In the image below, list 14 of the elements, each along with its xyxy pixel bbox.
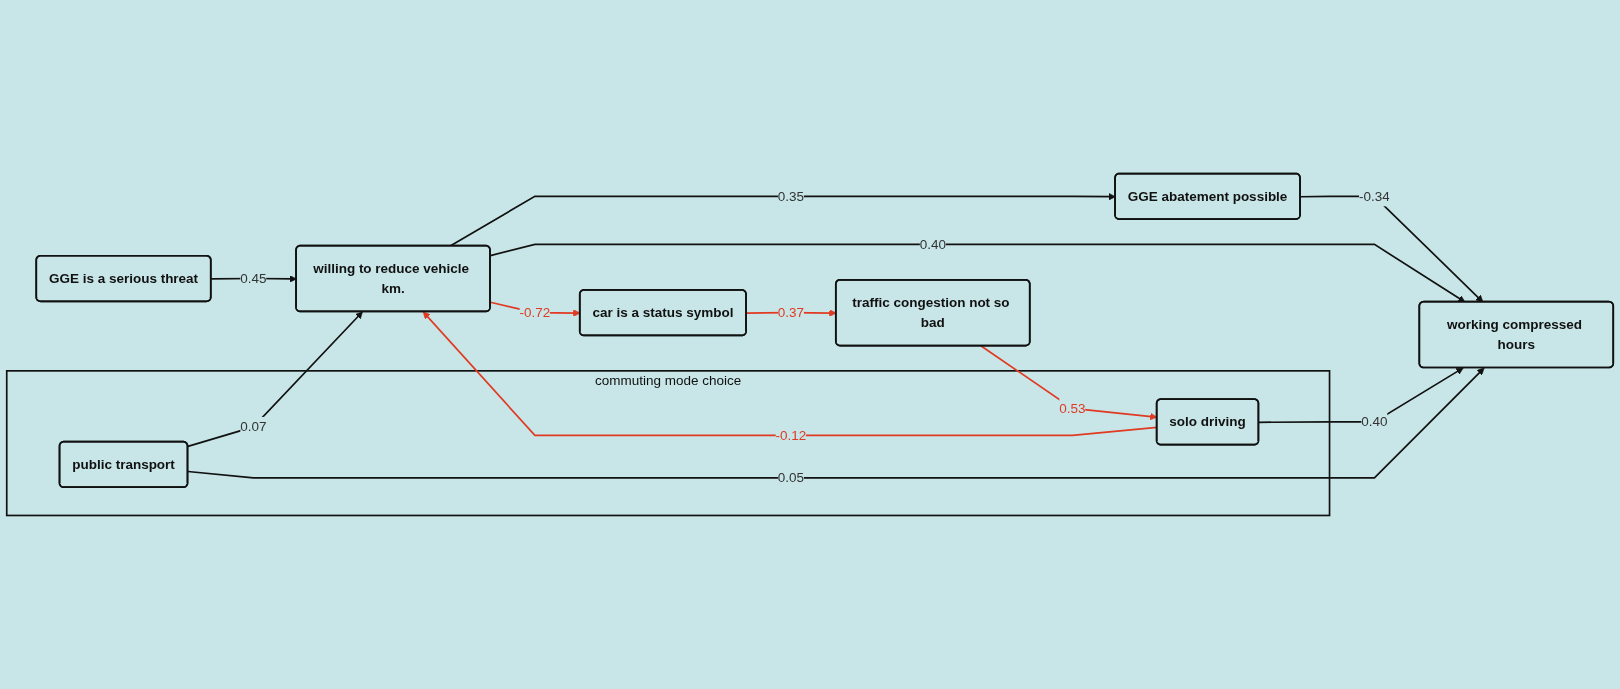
arrow	[187, 311, 363, 448]
edge-label: 0.45	[240, 270, 267, 286]
edge-label: -0.12	[775, 427, 807, 443]
edge-label: -0.72	[519, 305, 551, 320]
edge-label: 0.37	[777, 305, 805, 320]
edge-label: 0.07	[240, 419, 267, 434]
edge-label: -0.34	[1359, 188, 1390, 204]
edge-label: 0.40	[1361, 414, 1388, 429]
edge-label: 0.40	[919, 236, 946, 252]
arrow	[449, 192, 1116, 247]
arrow	[489, 243, 1466, 303]
edge-label: 0.05	[777, 470, 805, 485]
edge-label: 0.53	[1059, 400, 1086, 416]
edge-label: 0.35	[777, 188, 805, 204]
